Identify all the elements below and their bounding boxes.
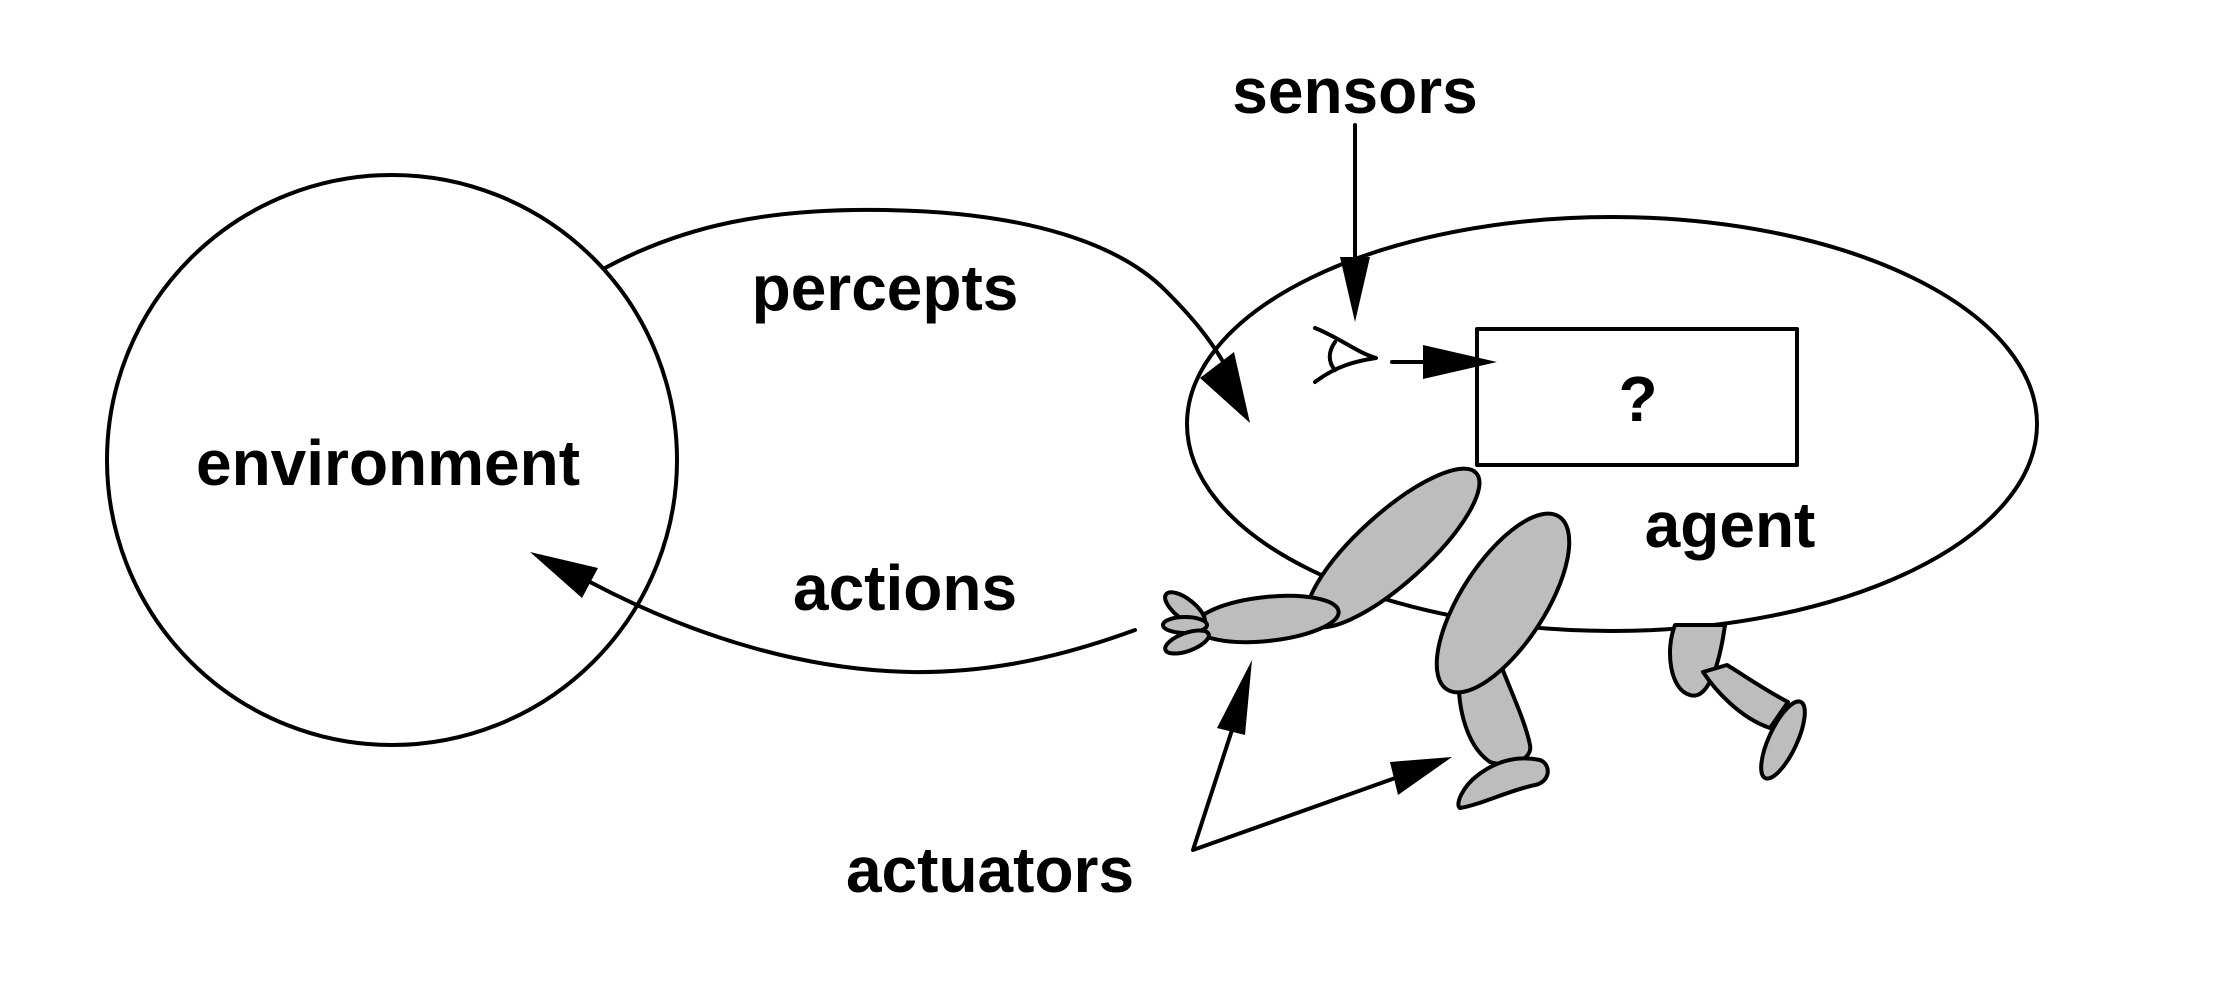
- actuators-arrow-head-arm: [1217, 660, 1252, 735]
- actions-arrow-line: [588, 580, 1137, 675]
- actuators-arrow-lines: [1191, 728, 1400, 852]
- percepts-arrow-line: [603, 207, 1224, 362]
- agent-program-label: ?: [1618, 363, 1657, 435]
- actions-label: actions: [793, 552, 1017, 624]
- percepts-arrow-head: [1200, 352, 1250, 423]
- actuator-arm: [1161, 466, 1482, 656]
- percepts-label: percepts: [752, 252, 1019, 324]
- back-leg: [1668, 623, 1807, 781]
- actuators-label: actuators: [846, 834, 1134, 906]
- sensors-label: sensors: [1232, 55, 1477, 127]
- sensors-arrow-head: [1340, 257, 1370, 322]
- front-leg: [1434, 511, 1572, 810]
- actuators-arrow-head-leg: [1390, 757, 1452, 795]
- eye-icon: [1313, 326, 1378, 384]
- eye-to-box-arrow-head: [1423, 345, 1497, 379]
- agent-program-box: [1475, 327, 1799, 467]
- agent-ellipse: [1185, 215, 2039, 633]
- agent-label: agent: [1645, 489, 1816, 561]
- actions-arrow-head: [530, 552, 598, 598]
- environment-label: environment: [196, 427, 580, 499]
- environment-circle: [105, 173, 679, 747]
